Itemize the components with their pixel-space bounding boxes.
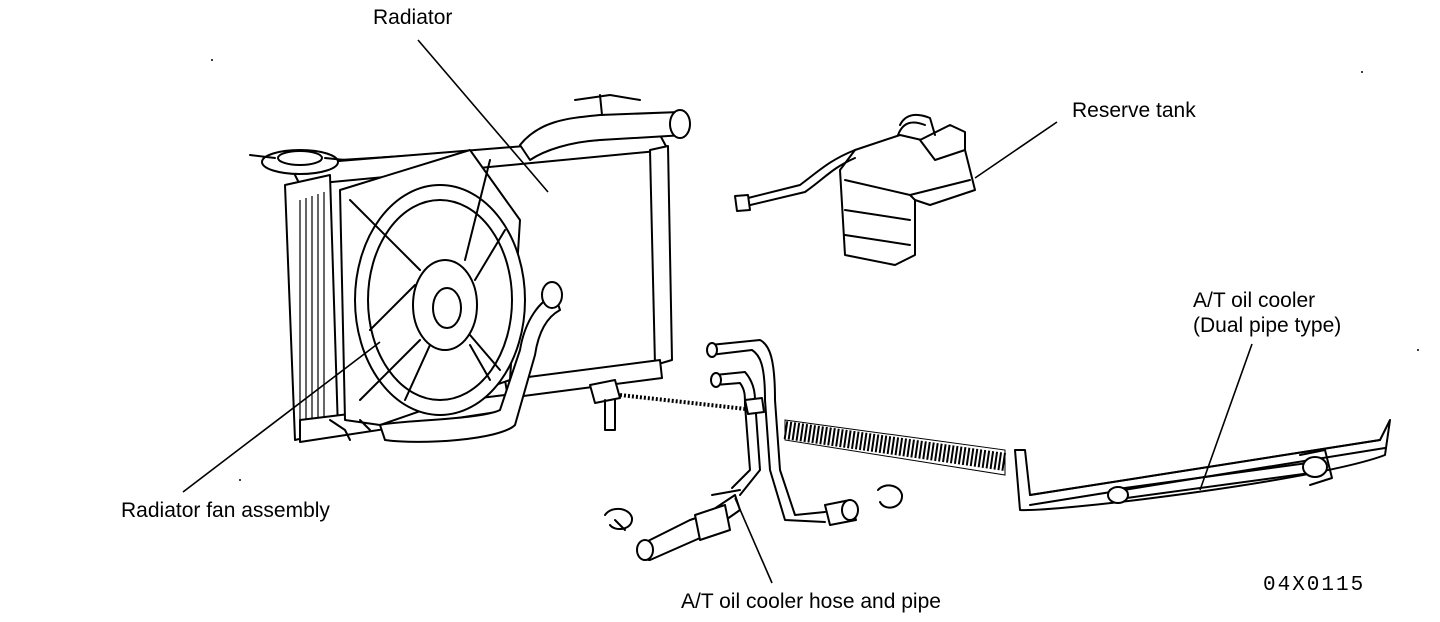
- leader-at-oil-cooler: [1199, 343, 1253, 491]
- radiator-drawing: [249, 94, 691, 443]
- at-oil-cooler-drawing: [1014, 419, 1391, 512]
- reserve-tank-drawing: [734, 113, 976, 266]
- label-at-oil-cooler-line1: A/T oil cooler: [1193, 289, 1316, 312]
- leader-lines: [182, 39, 1253, 584]
- figure-code: 04X0115: [1263, 574, 1366, 597]
- leader-at-hose-pipe: [734, 497, 773, 584]
- label-radiator: Radiator: [373, 6, 453, 29]
- condenser-hatch: [619, 393, 1007, 476]
- leader-radiator-fan: [182, 341, 381, 493]
- scan-dots: [211, 59, 1419, 481]
- leader-radiator: [417, 39, 549, 193]
- at-oil-cooler-hose-pipe-drawing: [604, 339, 904, 561]
- label-at-oil-cooler-line2: (Dual pipe type): [1193, 314, 1342, 337]
- label-radiator-fan-assembly: Radiator fan assembly: [121, 499, 330, 522]
- label-at-oil-cooler-hose-pipe: A/T oil cooler hose and pipe: [681, 590, 941, 613]
- label-reserve-tank: Reserve tank: [1072, 99, 1196, 122]
- leader-reserve-tank: [974, 121, 1058, 179]
